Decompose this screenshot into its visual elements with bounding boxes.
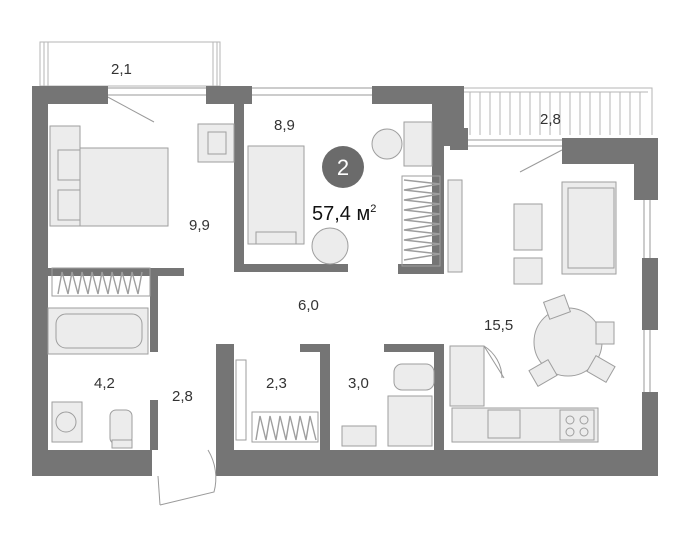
area-kids-room: 8,9 — [274, 117, 295, 134]
hangers — [57, 179, 441, 441]
balcony-left — [39, 41, 221, 87]
desk-chair — [371, 128, 403, 160]
shower — [387, 395, 433, 447]
rooms-count-badge: 2 — [322, 146, 364, 188]
rooms-count: 2 — [337, 155, 349, 180]
area-entrance: 2,8 — [172, 388, 193, 405]
area-wardrobe: 2,3 — [266, 375, 287, 392]
furniture — [47, 121, 617, 449]
area-wc: 3,0 — [348, 375, 369, 392]
round-rug — [311, 227, 349, 265]
fridge — [449, 345, 485, 407]
closet-rack — [251, 411, 319, 443]
area-kitchen-living: 15,5 — [484, 317, 513, 334]
wc-sink — [341, 425, 377, 447]
windows — [103, 87, 651, 392]
area-balcony-top-left: 2,1 — [111, 61, 132, 78]
wc-toilet — [393, 363, 435, 391]
pouf — [513, 257, 543, 285]
area-balcony-top-right: 2,8 — [540, 111, 561, 128]
kids-wardrobe — [401, 175, 441, 267]
walls — [32, 86, 658, 476]
doors — [157, 345, 505, 506]
area-bedroom: 9,9 — [189, 217, 210, 234]
coffee-table — [513, 203, 543, 251]
total-area: 57,4 м2 — [312, 203, 376, 225]
tv-unit — [447, 179, 463, 273]
area-hallway: 6,0 — [298, 297, 319, 314]
bath-toilet — [109, 409, 133, 445]
area-bathroom: 4,2 — [94, 375, 115, 392]
bedroom-wardrobe — [51, 267, 151, 297]
single-bed — [247, 145, 305, 245]
room-area-labels: 2,1 2,8 9,9 8,9 6,0 15,5 4,2 2,8 2,3 3,0 — [94, 61, 561, 405]
balcony-right — [460, 87, 653, 135]
